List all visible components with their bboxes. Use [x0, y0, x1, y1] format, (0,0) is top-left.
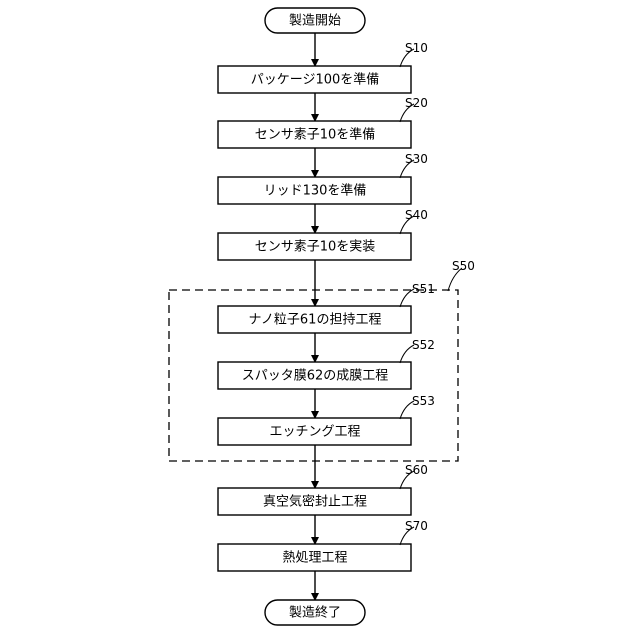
step-s30-label: リッド130を準備	[264, 183, 367, 199]
step-s20-label: センサ素子10を準備	[255, 127, 376, 143]
step-s52: スパッタ膜62の成膜工程 S52	[218, 338, 435, 389]
step-s53-label: エッチング工程	[269, 425, 360, 440]
step-s70-label: 熱処理工程	[282, 551, 347, 566]
step-s60-id: S60	[405, 463, 428, 477]
step-s70-id: S70	[405, 519, 428, 533]
step-s40: センサ素子10を実装 S40	[218, 208, 428, 260]
step-s30: リッド130を準備 S30	[218, 152, 428, 204]
step-s20: センサ素子10を準備 S20	[218, 96, 428, 148]
step-s52-label: スパッタ膜62の成膜工程	[242, 369, 389, 384]
step-s40-id: S40	[405, 208, 428, 222]
step-s10: パッケージ100を準備 S10	[218, 41, 428, 93]
step-s70: 熱処理工程 S70	[218, 519, 428, 571]
step-s30-id: S30	[405, 152, 428, 166]
step-s51-id: S51	[412, 282, 435, 296]
step-s10-label: パッケージ100を準備	[251, 72, 380, 88]
step-s53: エッチング工程 S53	[218, 394, 435, 445]
step-s51-label: ナノ粒子61の担持工程	[249, 313, 382, 328]
step-s52-id: S52	[412, 338, 435, 352]
step-s60-label: 真空気密封止工程	[263, 494, 367, 510]
group-s50-label: S50	[452, 259, 475, 273]
step-s20-id: S20	[405, 96, 428, 110]
step-s40-label: センサ素子10を実装	[255, 239, 376, 255]
end-label: 製造終了	[289, 605, 341, 621]
step-s60: 真空気密封止工程 S60	[218, 463, 428, 515]
step-s10-id: S10	[405, 41, 428, 55]
step-s53-id: S53	[412, 394, 435, 408]
start-terminal: 製造開始	[265, 8, 365, 33]
end-terminal: 製造終了	[265, 600, 365, 625]
start-label: 製造開始	[289, 14, 341, 29]
